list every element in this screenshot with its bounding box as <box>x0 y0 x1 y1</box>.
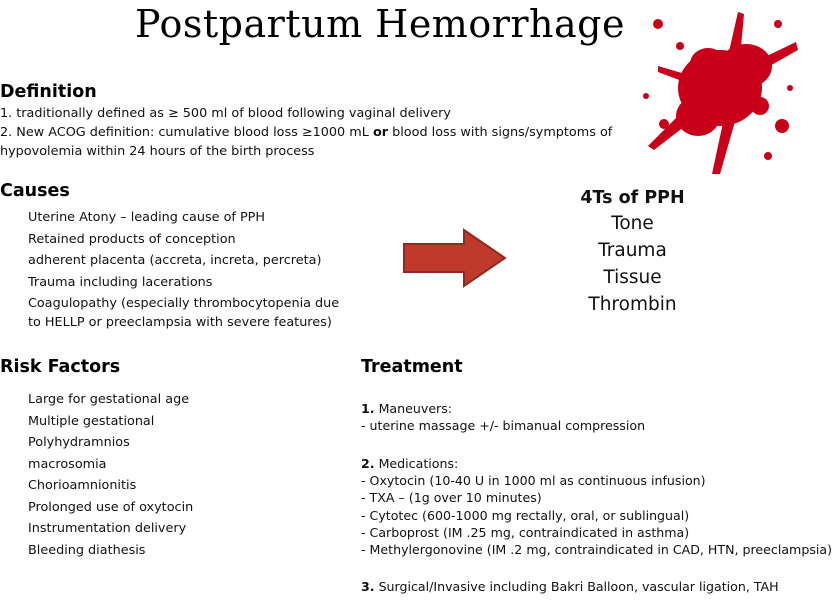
four-ts-heading: 4Ts of PPH <box>580 188 685 208</box>
treatment-heading: Treatment <box>361 357 463 377</box>
definition-line-2: 2. New ACOG definition: cumulative blood… <box>0 125 613 140</box>
list-item: Instrumentation delivery <box>28 521 187 536</box>
list-item: Prolonged use of oxytocin <box>28 499 194 515</box>
definition-line-1: 1. traditionally defined as ≥ 500 ml of … <box>0 106 451 121</box>
list-item: macrosomia <box>28 456 107 472</box>
blood-splatter-icon <box>643 12 798 174</box>
list-item: to HELLP or preeclampsia with severe fea… <box>28 315 332 330</box>
list-item: Retained products of conception <box>28 231 236 247</box>
treatment-maneuvers: 1. Maneuvers: - uterine massage +/- bima… <box>361 400 799 434</box>
four-ts-item: Trauma <box>598 240 667 261</box>
treatment-step-1-label: 1. Maneuvers: <box>361 401 453 416</box>
list-item: Multiple gestational <box>28 413 155 429</box>
list-item: - uterine massage +/- bimanual compressi… <box>361 418 646 434</box>
list-item: Large for gestational age <box>28 392 190 407</box>
list-item: - Cytotec (600-1000 mg rectally, oral, o… <box>361 507 690 523</box>
causes-heading: Causes <box>0 181 70 201</box>
four-ts-item: Tissue <box>603 267 662 288</box>
list-item: - Oxytocin (10-40 U in 1000 ml as contin… <box>361 473 706 489</box>
definition-body: 1. traditionally defined as ≥ 500 ml of … <box>0 104 612 161</box>
four-ts-box: 4Ts of PPH Tone Trauma Tissue Thrombin <box>560 188 705 318</box>
page-title: Postpartum Hemorrhage <box>135 2 625 46</box>
risk-factors-heading: Risk Factors <box>0 357 121 377</box>
treatment-step-3-label: 3. Surgical/Invasive including Bakri Bal… <box>361 579 779 594</box>
list-item: adherent placenta (accreta, increta, per… <box>28 253 322 268</box>
treatment-step-2-label: 2. Medications: <box>361 456 459 471</box>
list-item: - Methylergonovine (IM .2 mg, contraindi… <box>361 542 832 558</box>
list-item: Polyhydramnios <box>28 435 130 450</box>
list-item: - TXA – (1g over 10 minutes) <box>361 490 542 506</box>
four-ts-item: Tone <box>611 213 654 234</box>
list-item: Coagulopathy (especially thrombocytopeni… <box>28 296 340 311</box>
four-ts-item: Thrombin <box>588 294 677 315</box>
definition-line-3: hypovolemia within 24 hours of the birth… <box>0 144 315 159</box>
risk-factors-list: Large for gestational age Multiple gesta… <box>28 389 193 561</box>
list-item: Chorioamnionitis <box>28 478 137 493</box>
list-item: Uterine Atony – leading cause of PPH <box>28 210 266 225</box>
definition-heading: Definition <box>0 82 97 102</box>
causes-list: Uterine Atony – leading cause of PPH Ret… <box>28 207 339 332</box>
list-item: Bleeding diathesis <box>28 542 146 558</box>
list-item: - Carboprost (IM .25 mg, contraindicated… <box>361 524 690 540</box>
arrow-right-icon <box>403 228 507 288</box>
treatment-surgical: 3. Surgical/Invasive including Bakri Bal… <box>361 578 799 595</box>
list-item: Trauma including lacerations <box>28 274 213 290</box>
treatment-medications: 2. Medications: - Oxytocin (10-40 U in 1… <box>361 455 832 558</box>
